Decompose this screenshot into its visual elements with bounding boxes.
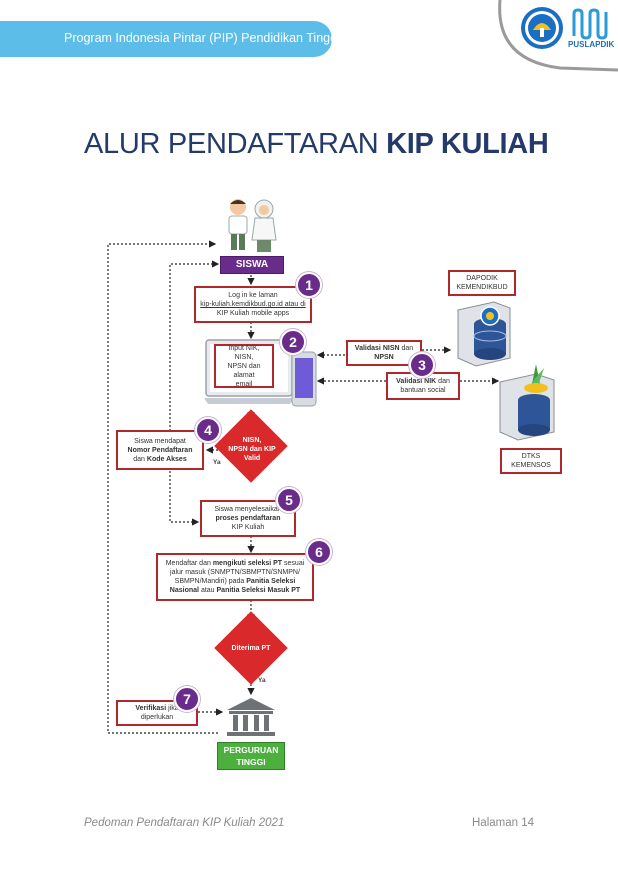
dapodik-server-icon	[457, 301, 511, 367]
page-title: ALUR PENDAFTARAN KIP KULIAH	[84, 128, 549, 160]
step3-badge: 3	[409, 352, 435, 378]
puslapdik-logo-icon	[572, 8, 608, 40]
step6-badge: 6	[306, 539, 332, 565]
university-building-icon	[227, 698, 275, 736]
decision-diterima-pt-text: Diterima PT	[231, 645, 271, 652]
students-icon	[228, 199, 277, 252]
tut-wuri-logo-icon	[521, 7, 563, 49]
puslapdik-logo-text: PUSLAPDIK	[568, 40, 615, 49]
step1-badge: 1	[296, 272, 322, 298]
step5-badge: 5	[276, 487, 302, 513]
header-banner-text: Program Indonesia Pintar (PIP) Pendidika…	[64, 31, 340, 45]
decision1-ya-label: Ya	[213, 459, 221, 466]
step6-box: Mendaftar dan mengikuti seleksi PT sesua…	[156, 553, 314, 601]
footer-document-title: Pedoman Pendaftaran KIP Kuliah 2021	[84, 817, 285, 829]
siswa-label: SISWA	[220, 256, 284, 274]
header-decoration	[498, 0, 618, 72]
step7-badge: 7	[174, 686, 200, 712]
header-banner: Program Indonesia Pintar (PIP) Pendidika…	[0, 21, 340, 57]
footer-page-number: Halaman 14	[472, 817, 535, 829]
dtks-server-icon	[499, 364, 555, 441]
step2-badge: 2	[280, 329, 306, 355]
decision2-ya-label: Ya	[258, 677, 266, 684]
step4-badge: 4	[195, 417, 221, 443]
